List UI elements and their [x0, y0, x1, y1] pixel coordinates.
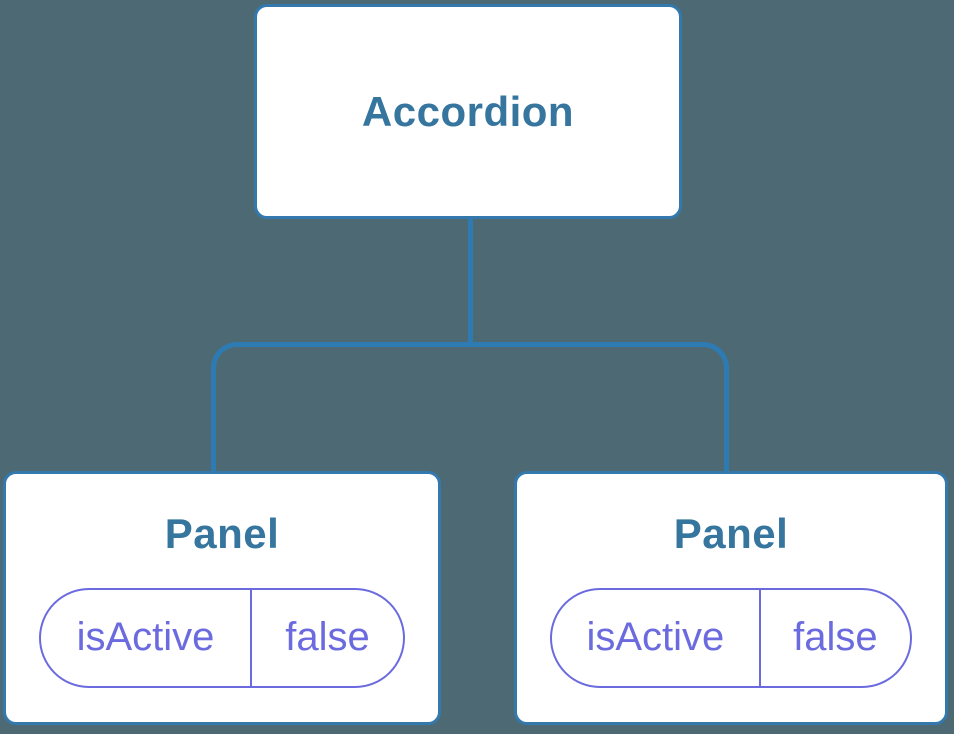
component-node-panel-1: Panel isActive false: [3, 471, 441, 725]
state-pill-1: isActive false: [39, 587, 405, 688]
state-pill-2: isActive false: [550, 587, 912, 688]
state-value-1: false: [285, 615, 370, 659]
accordion-node-label: Accordion: [361, 87, 575, 135]
state-key-2: isActive: [552, 589, 761, 686]
state-key-1: isActive: [41, 589, 253, 686]
state-value-2: false: [793, 615, 878, 659]
panel-1-node-label: Panel: [164, 510, 280, 557]
component-node-accordion: Accordion: [254, 4, 682, 219]
component-node-panel-2: Panel isActive false: [514, 471, 948, 725]
connector-bracket: [211, 342, 729, 471]
panel-2-node-label: Panel: [673, 510, 789, 557]
connector-stem: [468, 219, 473, 345]
